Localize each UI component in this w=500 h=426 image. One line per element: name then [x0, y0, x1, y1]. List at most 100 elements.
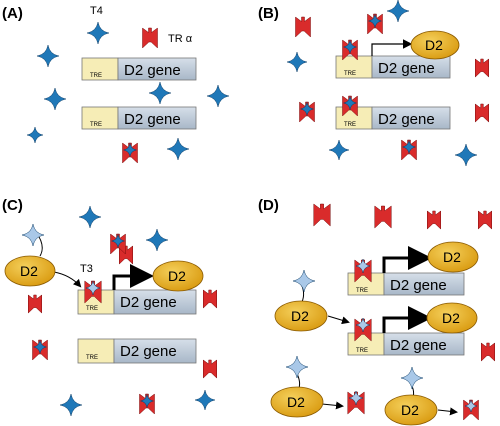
svg-text:D2: D2 [401, 402, 419, 418]
t4-bound-receptor-icon [368, 14, 382, 28]
t4-molecule-icon [26, 126, 44, 144]
gene-label: D2 gene [390, 277, 447, 294]
tr-alpha-receptor-icon [475, 58, 489, 78]
gene-label: D2 gene [378, 60, 435, 77]
t4-molecule-icon [328, 139, 350, 161]
d2-enzyme: D2 [152, 260, 204, 292]
transcription-arrow [382, 306, 432, 333]
t4-molecule-icon [43, 87, 67, 111]
t3-label: T3 [80, 263, 93, 275]
gene-label: D2 gene [120, 294, 177, 311]
t4-molecule-icon [86, 21, 110, 45]
tr-alpha-receptor-icon [475, 103, 489, 123]
panel-a-gene-1: TRE D2 gene [81, 57, 197, 81]
tre-label: TRE [86, 306, 98, 312]
t3-bound-receptor-icon [85, 280, 101, 296]
svg-text:D2: D2 [20, 263, 38, 279]
t4-bound-receptor-icon [343, 40, 357, 54]
t4-molecule-icon [148, 81, 172, 105]
gene-label: D2 gene [378, 111, 435, 128]
conversion-arrow [327, 315, 350, 325]
tr-alpha-receptor-icon [142, 27, 158, 49]
t4-bound-receptor-icon [402, 140, 416, 154]
tr-alpha-receptor-icon [478, 210, 492, 230]
gene-label: D2 gene [120, 343, 177, 360]
tre-label: TRE [356, 288, 368, 294]
tr-alpha-receptor-icon [203, 359, 217, 379]
t4-bound-receptor-icon [343, 96, 357, 110]
d2-enzyme: D2 [426, 302, 478, 334]
tr-alpha-receptor-icon [481, 342, 495, 362]
d2-enzyme: D2 [270, 386, 324, 418]
transcription-arrow [382, 246, 432, 273]
t4-label: T4 [90, 5, 103, 17]
t3-molecule-icon [21, 223, 45, 247]
t4-bound-receptor-icon [111, 234, 125, 248]
conversion-arrow [321, 401, 344, 410]
d2-enzyme: D2 [4, 255, 56, 287]
gene-label: D2 gene [390, 337, 447, 354]
transcription-arrow [112, 264, 154, 290]
t4-molecule-icon [286, 51, 308, 73]
panel-b-gene-2: TRE D2 gene [335, 106, 451, 130]
tre-label: TRE [344, 122, 356, 128]
tr-alpha-receptor-icon [295, 16, 311, 38]
svg-text:D2: D2 [291, 308, 309, 324]
t3-molecule-icon [292, 269, 316, 293]
svg-text:D2: D2 [443, 249, 461, 265]
t4-molecule-icon [386, 0, 410, 23]
svg-text:D2: D2 [287, 394, 305, 410]
t4-molecule-icon [166, 137, 190, 161]
gene-label: D2 gene [124, 111, 181, 128]
d2-enzyme: D2 [427, 241, 479, 273]
panel-c-gene-1: TRE D2 gene [77, 289, 197, 315]
panel-b-label: (B) [258, 5, 279, 22]
panel-d-label: (D) [258, 197, 279, 214]
tr-alpha-receptor-icon [28, 294, 42, 314]
tre-label: TRE [90, 122, 102, 128]
t3-molecule-icon [400, 366, 424, 390]
t4-molecule-icon [194, 389, 216, 411]
d2-enzyme: D2 [410, 30, 460, 60]
panel-a-label: (A) [2, 5, 23, 22]
molecules-layer [21, 0, 495, 421]
t4-bound-receptor-icon [33, 340, 47, 354]
t4-molecule-icon [36, 44, 60, 68]
tr-alpha-receptor-icon [374, 205, 392, 229]
t4-bound-receptor-icon [123, 143, 137, 157]
tre-label: TRE [86, 355, 98, 361]
t3-bound-receptor-icon [355, 258, 371, 274]
d2-enzyme: D2 [274, 300, 328, 332]
tr-alpha-receptor-icon [203, 289, 217, 309]
t4-molecule-icon [59, 393, 83, 417]
t4-molecule-icon [78, 205, 102, 229]
panel-c-label: (C) [2, 197, 23, 214]
tre-label: TRE [344, 71, 356, 77]
d2-enzyme: D2 [384, 394, 438, 426]
t4-molecule-icon [454, 143, 478, 167]
transcription-arrow [371, 39, 413, 56]
panel-a-gene-2: TRE D2 gene [81, 106, 197, 130]
t4-bound-receptor-icon [140, 394, 154, 408]
t4-bound-receptor-icon [300, 102, 314, 116]
svg-text:D2: D2 [425, 37, 443, 53]
panel-c-gene-2: TRE D2 gene [77, 338, 197, 364]
conversion-arrow [437, 407, 458, 416]
t3-bound-receptor-icon [464, 399, 478, 413]
panel-d-gene-2: TRE D2 gene [347, 332, 465, 356]
tre-label: TRE [356, 348, 368, 354]
tr-alpha-receptor-icon [313, 203, 331, 227]
t4-molecule-icon [145, 228, 169, 252]
tr-alpha-receptor-icon [427, 210, 441, 230]
t3-bound-receptor-icon [355, 317, 371, 333]
t3-bound-receptor-icon [348, 390, 364, 406]
conversion-arrow [53, 271, 82, 288]
t4-molecule-icon [206, 84, 230, 108]
panel-b-gene-1: TRE D2 gene [335, 55, 451, 79]
svg-text:D2: D2 [168, 268, 186, 284]
tre-label: TRE [90, 73, 102, 79]
tr-alpha-label: TR α [168, 33, 193, 45]
svg-text:D2: D2 [442, 310, 460, 326]
gene-label: D2 gene [124, 62, 181, 79]
